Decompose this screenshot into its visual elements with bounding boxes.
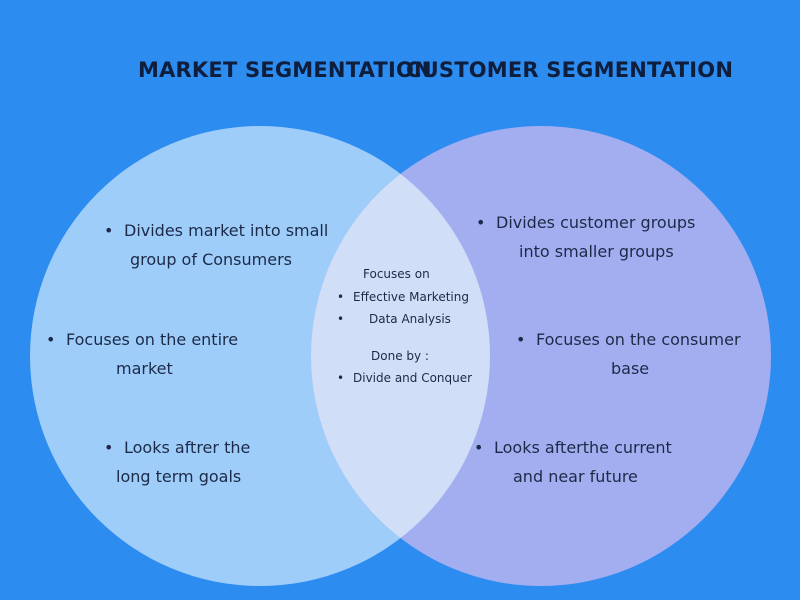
customer-point-2: • Focuses on the consumer: [516, 325, 741, 354]
customer-point-1-line-2: into smaller groups: [519, 242, 674, 261]
overlap-focuses-heading: Focuses on: [363, 267, 430, 281]
customer-point-2-line-1: Focuses on the consumer: [536, 330, 741, 349]
bullet-icon: •: [516, 330, 526, 349]
overlap-doneby-1: • Divide and Conquer: [337, 371, 472, 385]
bullet-icon: •: [337, 290, 345, 304]
market-point-2-line-1: Focuses on the entire: [66, 330, 239, 349]
bullet-icon: •: [476, 213, 486, 232]
customer-segmentation-title: CUSTOMER SEGMENTATION: [406, 58, 734, 82]
market-point-3: • Looks aftrer the: [104, 433, 250, 462]
customer-point-1: • Divides customer groups: [476, 208, 695, 237]
overlap-focus-1: • Effective Marketing: [337, 290, 469, 304]
overlap-focus-2-text: Data Analysis: [369, 312, 451, 326]
overlap-doneby-heading: Done by :: [371, 349, 429, 363]
bullet-icon: •: [104, 438, 114, 457]
market-point-1: • Divides market into small: [104, 216, 328, 245]
market-segmentation-title: MARKET SEGMENTATION: [138, 58, 432, 82]
overlap-focus-2: • Data Analysis: [337, 312, 451, 326]
bullet-icon: •: [337, 312, 345, 326]
overlap-focus-1-text: Effective Marketing: [353, 290, 469, 304]
customer-point-3: • Looks afterthe current: [474, 433, 672, 462]
overlap-region: [311, 126, 490, 586]
market-point-3-line-1: Looks aftrer the: [124, 438, 251, 457]
market-point-2: • Focuses on the entire: [46, 325, 238, 354]
customer-point-3-line-1: Looks afterthe current: [494, 438, 672, 457]
bullet-icon: •: [104, 221, 114, 240]
bullet-icon: •: [474, 438, 484, 457]
overlap-doneby-1-text: Divide and Conquer: [353, 371, 473, 385]
market-point-1-line-1: Divides market into small: [124, 221, 329, 240]
bullet-icon: •: [337, 371, 345, 385]
market-point-2-line-2: market: [116, 359, 173, 378]
customer-point-1-line-1: Divides customer groups: [496, 213, 696, 232]
bullet-icon: •: [46, 330, 56, 349]
market-point-1-line-2: group of Consumers: [130, 250, 292, 269]
market-point-3-line-2: long term goals: [116, 467, 242, 486]
customer-point-2-line-2: base: [611, 359, 650, 378]
customer-point-3-line-2: and near future: [513, 467, 638, 486]
